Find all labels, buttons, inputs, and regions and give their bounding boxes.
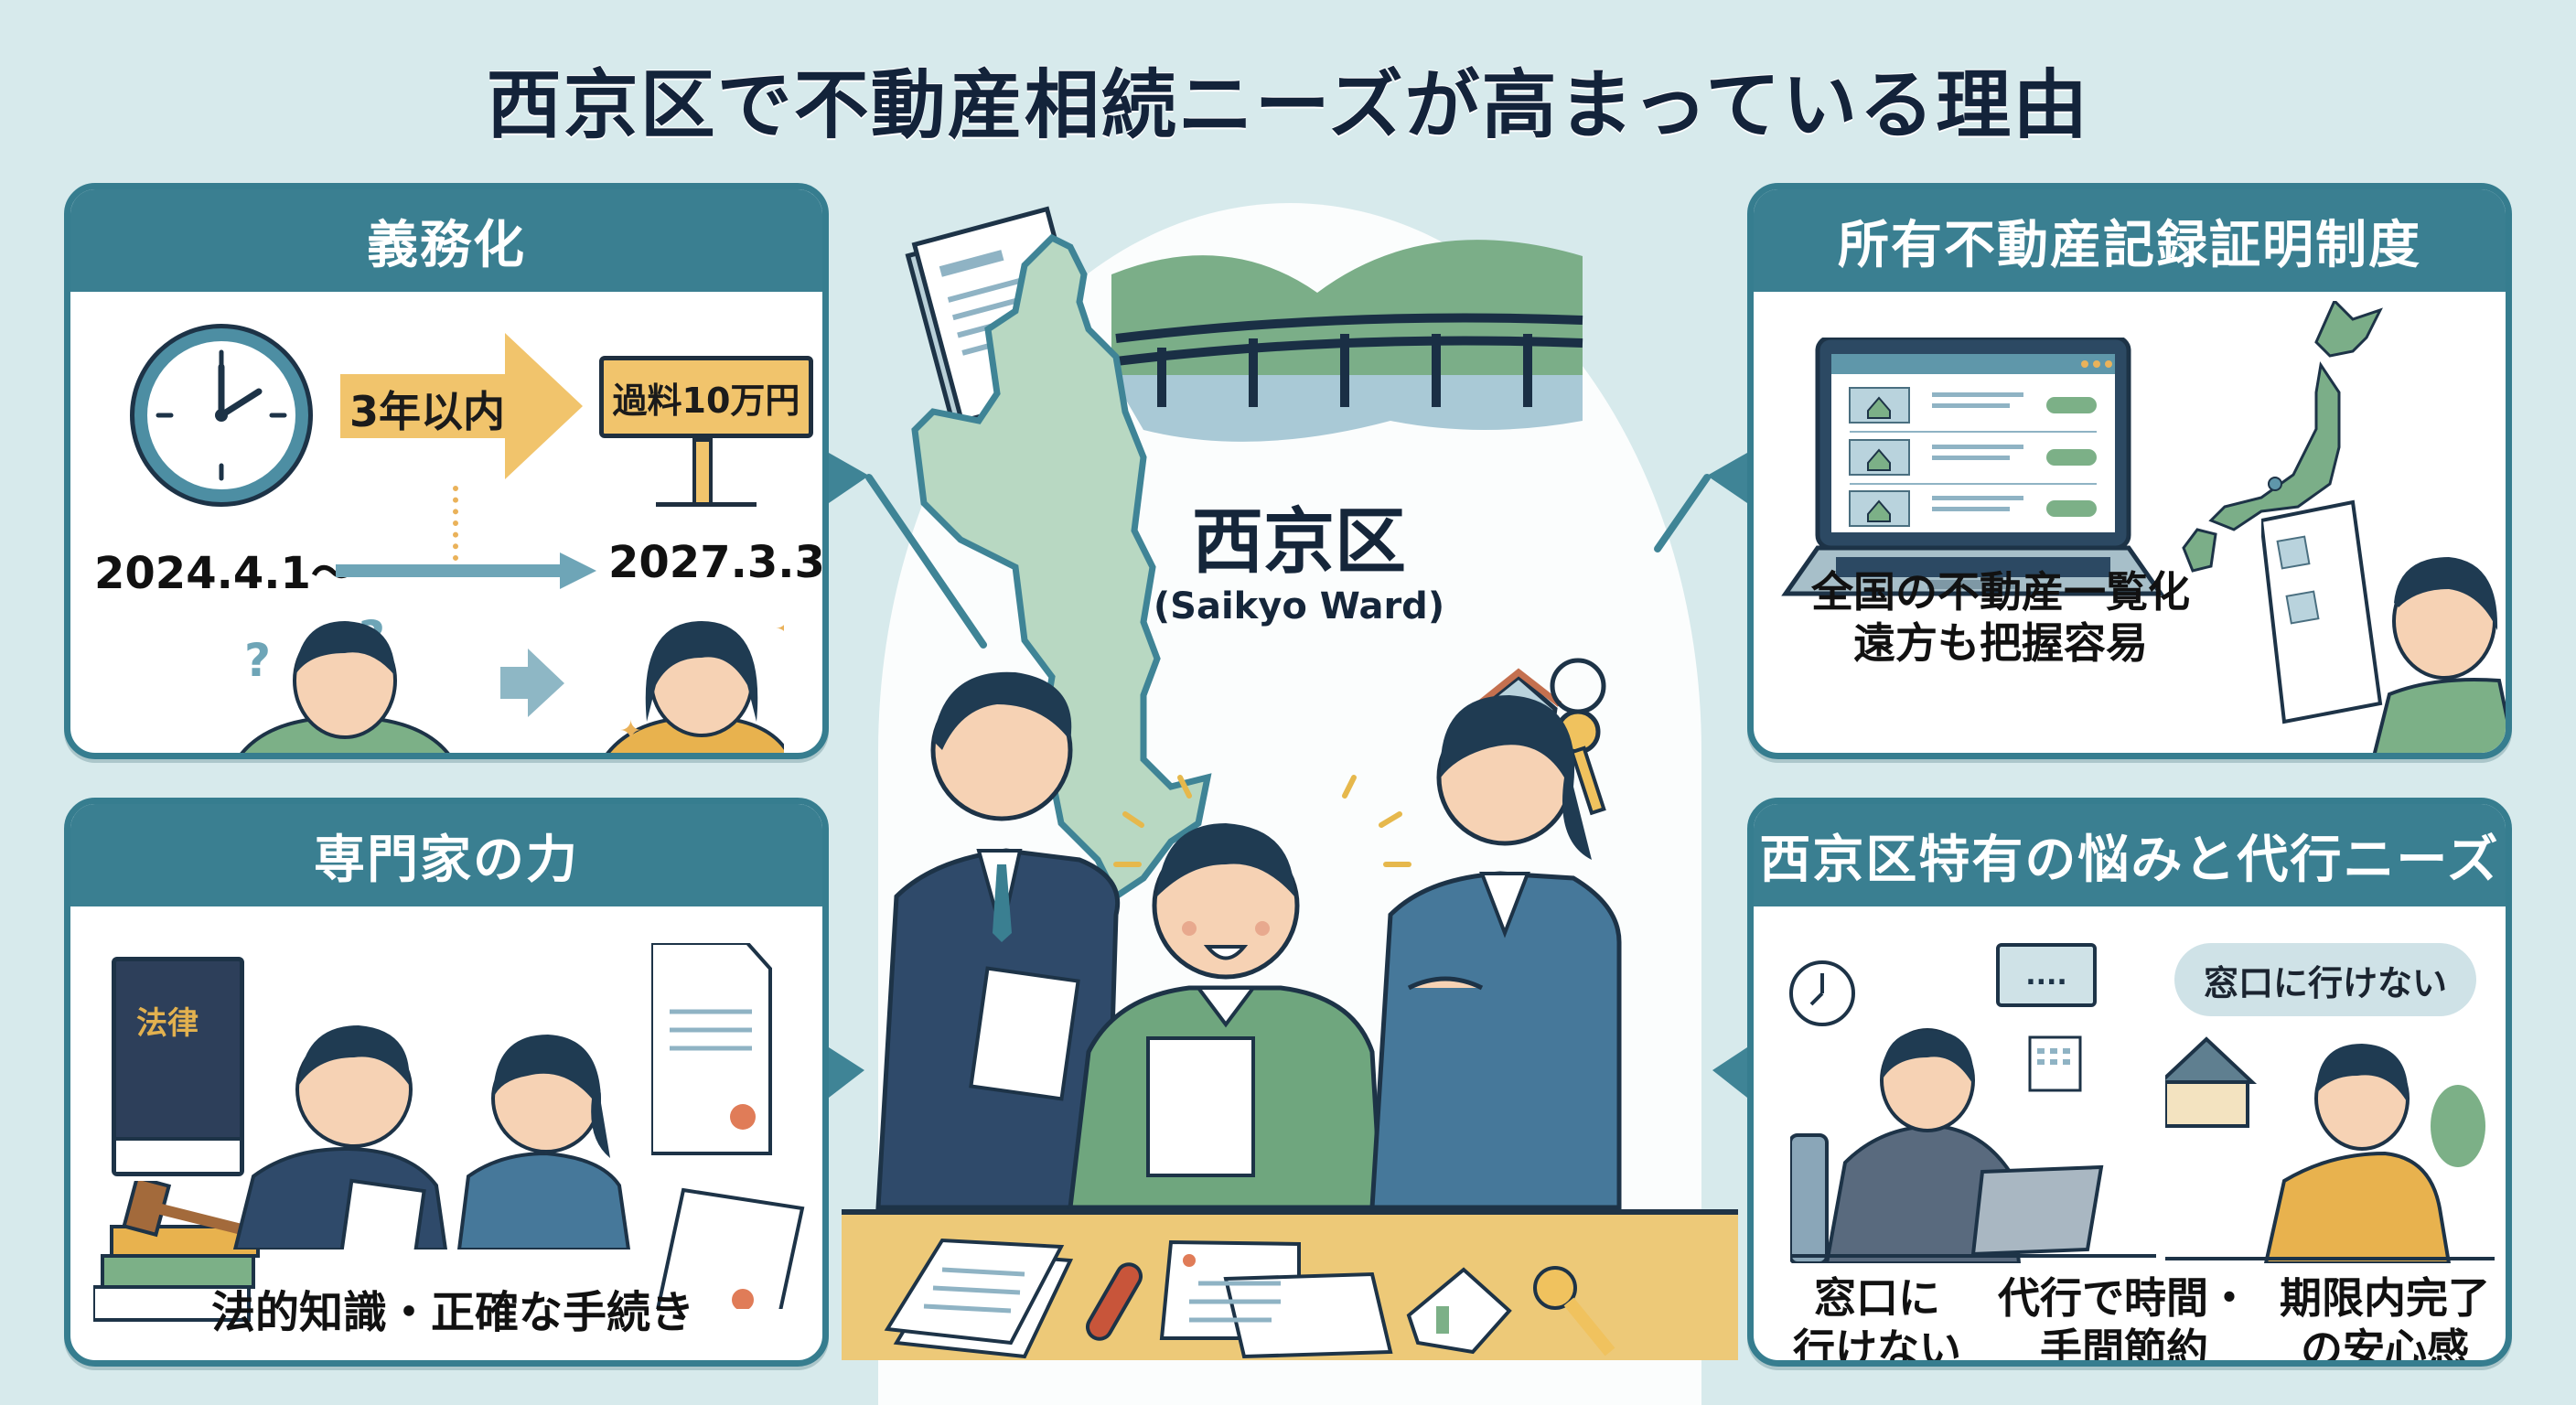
- panel-header: 所有不動産記録証明制度: [1754, 189, 2506, 292]
- dotted-guide: [453, 486, 458, 561]
- panel-header: 専門家の力: [70, 804, 822, 906]
- desk-items: [884, 1238, 1615, 1359]
- staff-on-phone-illustration: [1790, 1028, 2156, 1263]
- speech-bubble: 窓口に行けない: [2174, 943, 2476, 1016]
- caption-line-1: 窓口に: [1814, 1273, 1940, 1323]
- hanko-stamp-icon: [1086, 1262, 1143, 1341]
- ward-map: [911, 233, 1212, 902]
- caption-line-2: 手間節約: [2040, 1325, 2208, 1367]
- japan-map-icon: [2182, 301, 2383, 573]
- caption-line-2: 行けない: [1793, 1325, 1961, 1367]
- house-key-desk-icon: [1406, 1266, 1615, 1357]
- panel-header: 義務化: [70, 189, 822, 292]
- caption-line-1: 代行で時間・: [1998, 1273, 2250, 1323]
- calendar-icon: [2028, 1035, 2082, 1092]
- two-experts-illustration: [232, 1025, 631, 1249]
- svg-text:✦: ✦: [619, 715, 642, 747]
- advisor-woman: [1369, 695, 1622, 1210]
- law-book-label: 法律: [136, 1005, 199, 1042]
- panel-record-system: 所有不動産記録証明制度: [1747, 183, 2512, 759]
- contract-documents-icon: [1159, 1239, 1393, 1359]
- sign-ground: [656, 502, 757, 507]
- caption-save-time: 代行で時間・ 手間節約: [1991, 1272, 2257, 1367]
- caption-line-1: 全国の不動産一覧化: [1811, 567, 2190, 617]
- ward-name-english-label: (Saikyo Ward): [1153, 585, 1445, 627]
- start-date: 2024.4.1〜: [94, 548, 355, 599]
- caption-line-1: 期限内完了: [2280, 1273, 2490, 1323]
- documents-icon: [651, 943, 805, 1309]
- person-with-tablet-illustration: [2261, 499, 2506, 753]
- record-system-caption: 全国の不動産一覧化 遠方も把握容易: [1763, 566, 2238, 669]
- sign-post: [692, 438, 713, 507]
- deadline-arrow-icon: [340, 333, 583, 479]
- page-title: 西京区で不動産相続ニーズが高まっている理由: [486, 62, 2090, 149]
- panel-experts: 専門家の力 法律: [64, 798, 829, 1367]
- panel-header: 西京区特有の悩みと代行ニーズ: [1754, 804, 2506, 906]
- experts-caption: 法的知識・正確な手続き: [210, 1287, 694, 1338]
- center-illustration: [875, 206, 1622, 1210]
- deadline-label: 3年以内: [349, 387, 505, 436]
- svg-text:✦: ✦: [775, 611, 784, 648]
- end-date: 2027.3.31: [608, 537, 825, 588]
- resident-man-illustration: [2165, 1036, 2495, 1263]
- ward-name-label: 西京区: [1191, 501, 1406, 584]
- worried-to-relieved-illustration: ? ? ✦ ✦: [240, 611, 784, 753]
- caption-line-2: 遠方も把握容易: [1853, 618, 2148, 669]
- client-man: [1068, 823, 1384, 1210]
- clock-icon: [134, 328, 308, 502]
- desk: [842, 1209, 1738, 1360]
- advisor-man: [875, 671, 1121, 1210]
- caption-peace-of-mind: 期限内完了 の安心感: [2266, 1272, 2504, 1367]
- thinking-bubble: ....: [1996, 943, 2097, 1007]
- clock-small-icon: [1789, 960, 1855, 1026]
- caption-cannot-visit: 窓口に 行けない: [1772, 1272, 1982, 1367]
- caption-line-2: の安心感: [2301, 1325, 2469, 1367]
- laptop-listing-icon: [1781, 338, 2165, 596]
- document-stack-icon: [884, 1238, 1074, 1359]
- penalty-sign: 過料10万円: [599, 356, 813, 438]
- timeline-arrow-icon: [336, 552, 596, 589]
- panel-local-needs: 西京区特有の悩みと代行ニーズ .... 窓口に行けない: [1747, 798, 2512, 1367]
- svg-text:?: ?: [244, 634, 271, 687]
- gavel-and-books-icon: [93, 1181, 260, 1322]
- law-book-icon: 法律: [112, 957, 244, 1176]
- panel-obligation: 義務化 3年以内 過料10万円 2024.4.1〜 2027: [64, 183, 829, 759]
